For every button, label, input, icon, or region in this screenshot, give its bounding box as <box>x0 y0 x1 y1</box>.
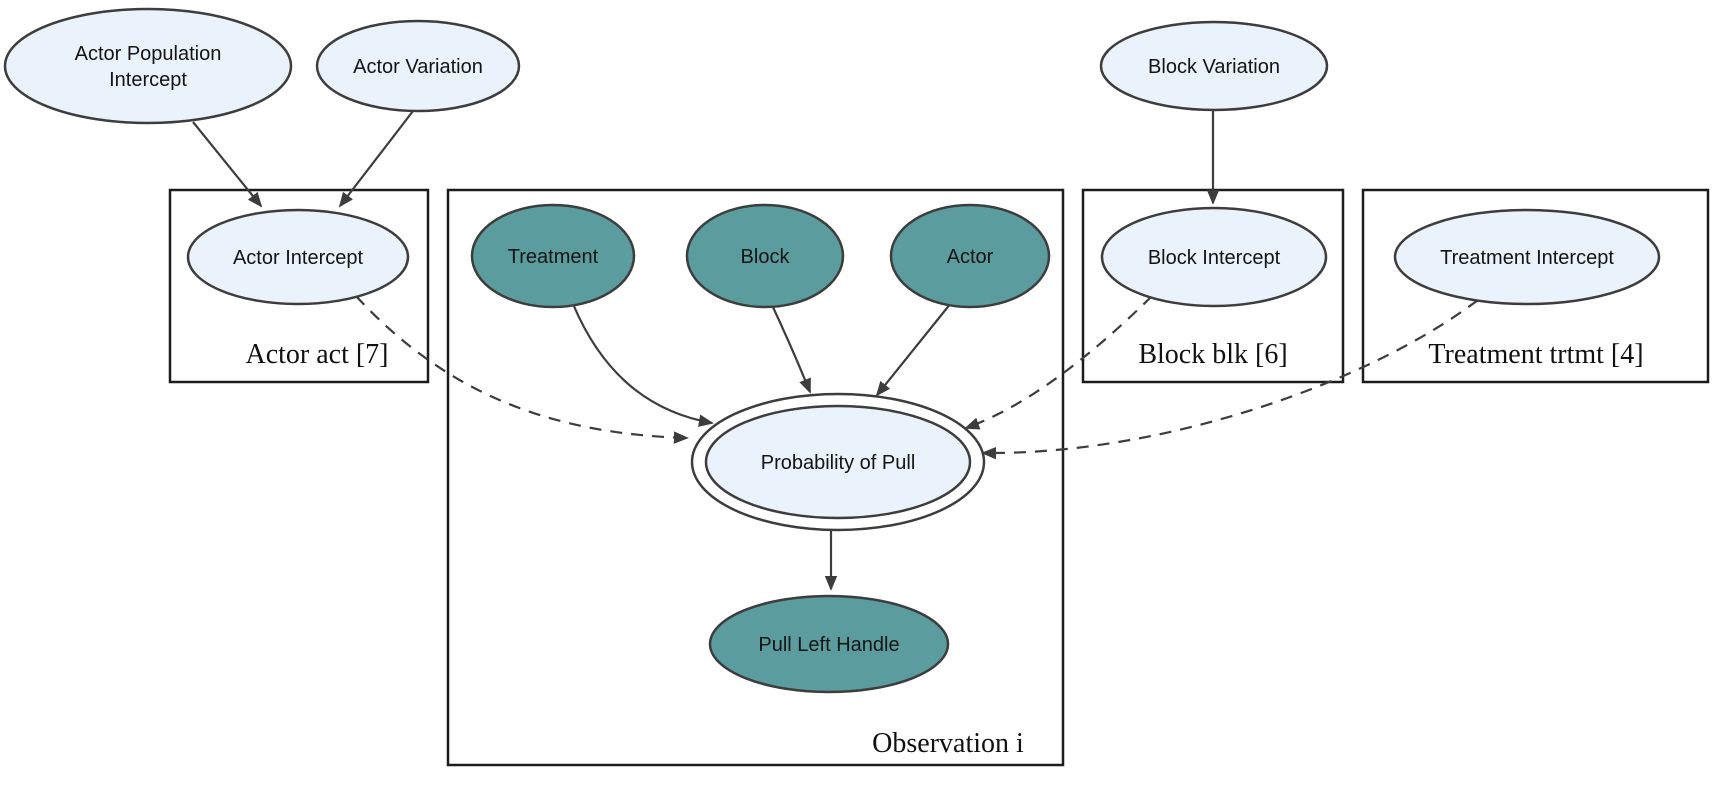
edge-actor-variation-to-actor-intercept <box>338 110 414 208</box>
node-block-intercept-label: Block Intercept <box>1148 247 1281 269</box>
node-block: Block <box>685 203 845 309</box>
node-actor-population-intercept-label-line1: Actor Population <box>75 43 222 65</box>
node-treatment-ellipse <box>470 203 636 309</box>
node-actor-population-intercept: Actor Population Intercept <box>3 7 293 125</box>
node-actor-ellipse <box>889 203 1051 309</box>
node-pull-left-handle: Pull Left Handle <box>708 594 950 694</box>
edge-treatment-to-probability-of-pull <box>571 303 714 427</box>
node-pull-left-handle-label: Pull Left Handle <box>758 634 899 656</box>
node-pull-left-handle-ellipse <box>708 594 950 694</box>
edge-block-to-probability-of-pull <box>771 304 812 394</box>
plate-observation-label: Observation i <box>872 728 1024 759</box>
node-block-variation: Block Variation <box>1099 20 1329 112</box>
node-treatment-label: Treatment <box>508 246 599 268</box>
node-treatment-intercept: Treatment Intercept <box>1393 208 1661 306</box>
node-actor-label: Actor <box>947 246 994 268</box>
plate-treatment-trtmt-label: Treatment trtmt [4] <box>1428 339 1643 370</box>
node-probability-of-pull: Probability of Pull <box>690 392 986 532</box>
node-actor-population-intercept-ellipse <box>3 7 293 125</box>
edge-treatment-intercept-to-probability-of-pull <box>981 299 1479 460</box>
node-actor: Actor <box>889 203 1051 309</box>
node-block-variation-ellipse <box>1099 20 1329 112</box>
edge-block-intercept-to-probability-of-pull <box>964 295 1153 430</box>
node-actor-intercept-ellipse <box>186 208 410 306</box>
node-block-intercept: Block Intercept <box>1100 206 1328 308</box>
node-actor-variation: Actor Variation <box>315 19 521 113</box>
node-probability-of-pull-inner-ellipse <box>704 404 972 520</box>
node-probability-of-pull-label: Probability of Pull <box>761 452 916 474</box>
edge-actor-population-intercept-to-actor-intercept <box>192 121 263 208</box>
node-actor-population-intercept-label-line2: Intercept <box>109 69 187 91</box>
node-treatment-intercept-label: Treatment Intercept <box>1440 247 1614 269</box>
plate-actor-act-label: Actor act [7] <box>245 339 388 370</box>
node-treatment-intercept-ellipse <box>1393 208 1661 306</box>
node-block-ellipse <box>685 203 845 309</box>
node-block-intercept-ellipse <box>1100 206 1328 308</box>
edge-actor-intercept-to-probability-of-pull <box>355 295 689 444</box>
plate-block-blk-label: Block blk [6] <box>1138 339 1287 370</box>
node-actor-intercept: Actor Intercept <box>186 208 410 306</box>
node-block-label: Block <box>741 246 791 268</box>
node-block-variation-label: Block Variation <box>1148 56 1280 78</box>
node-actor-intercept-label: Actor Intercept <box>233 247 364 269</box>
node-treatment: Treatment <box>470 203 636 309</box>
edge-actor-to-probability-of-pull <box>875 302 952 397</box>
node-actor-variation-label: Actor Variation <box>353 56 483 78</box>
node-actor-variation-ellipse <box>315 19 521 113</box>
